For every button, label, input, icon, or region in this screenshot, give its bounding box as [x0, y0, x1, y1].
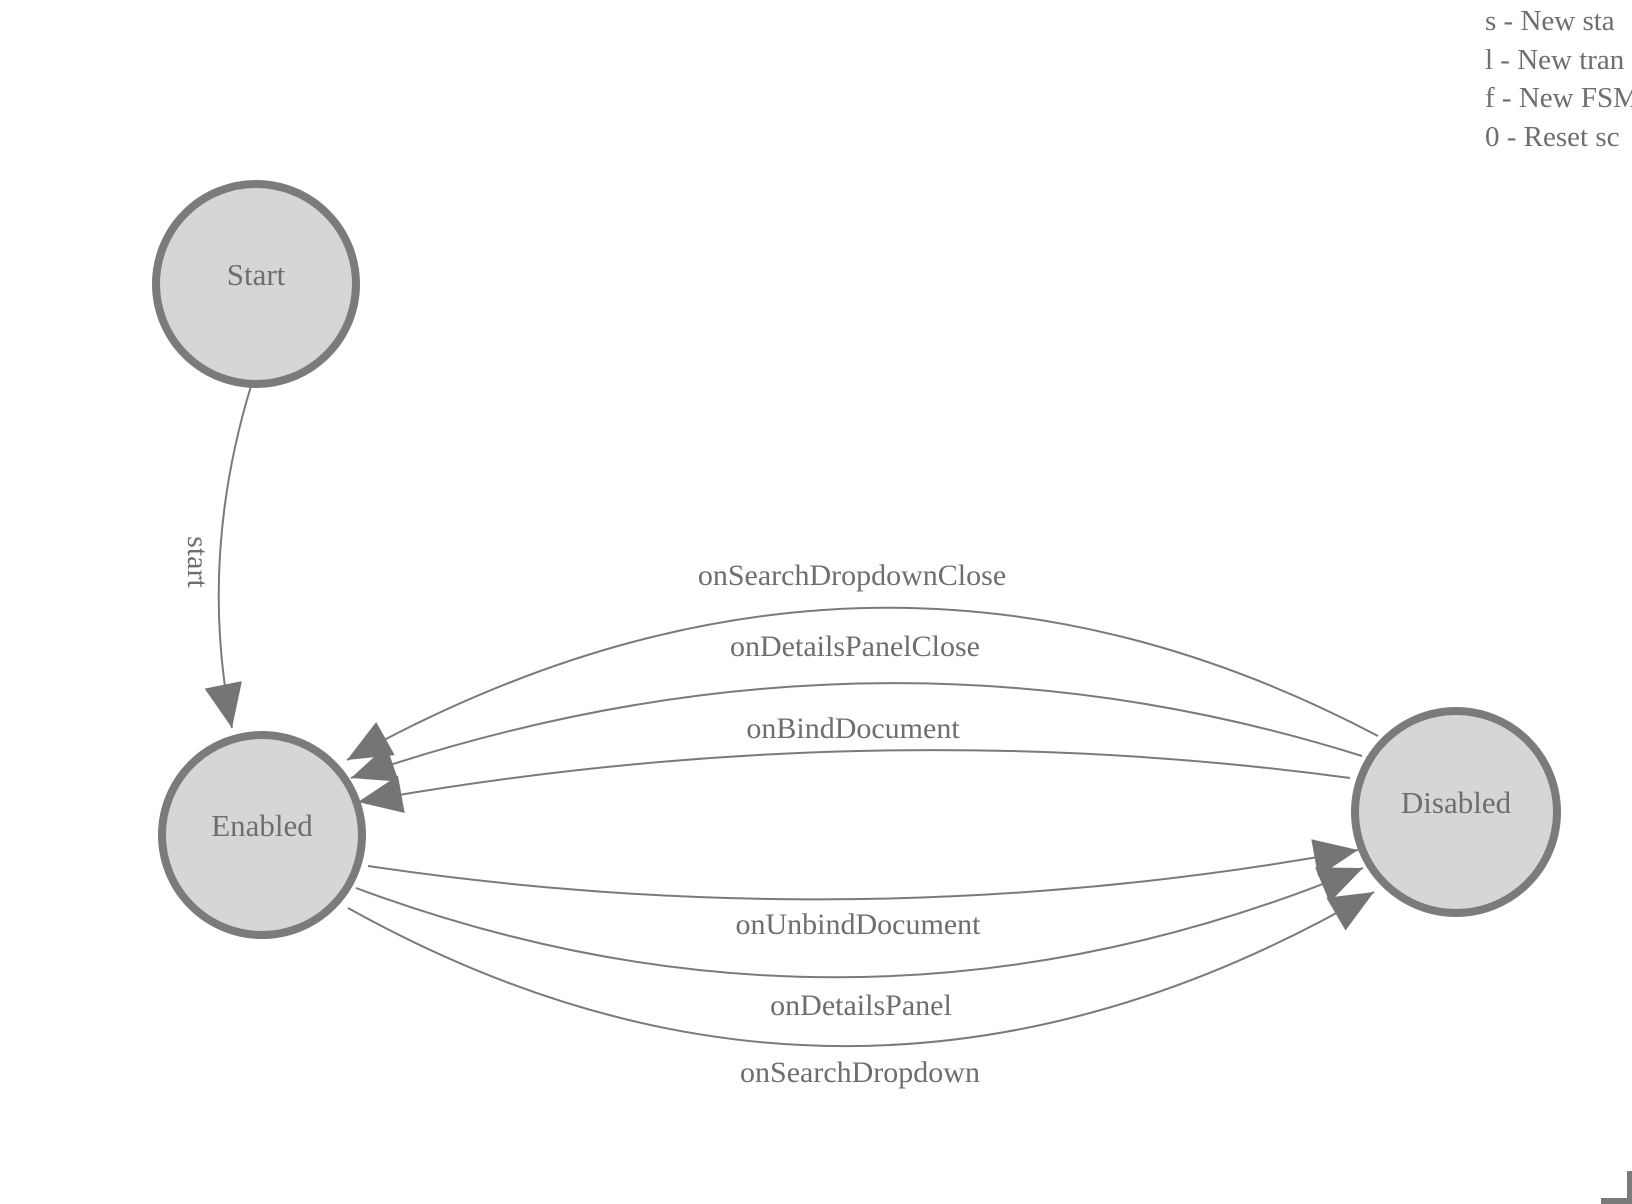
transition-label-onDetailsPanel[interactable]: onDetailsPanel [770, 989, 952, 1022]
shortcut-hint: s - New sta [1485, 5, 1615, 37]
state-node-disabled[interactable]: Disabled [1351, 707, 1561, 917]
transition-label-onDetailsPanelClose[interactable]: onDetailsPanelClose [730, 630, 980, 663]
state-label: Disabled [1400, 785, 1512, 820]
shortcut-hint: l - New tran [1485, 43, 1625, 76]
shortcut-hint: f - New FSM [1485, 82, 1632, 114]
shortcut-hint: 0 - Reset sc [1485, 120, 1620, 153]
state-node-start[interactable]: Start [152, 180, 360, 388]
transition-edge-start[interactable] [204, 385, 252, 729]
transition-edge-onSearchDropdown[interactable] [347, 891, 1375, 1047]
transition-label-onSearchDropdownClose[interactable]: onSearchDropdownClose [697, 559, 1007, 592]
shortcut-hints: s - New sta l - New tran f - New FSM 0 -… [1485, 2, 1632, 156]
transition-edge-onSearchDropdownClose[interactable] [346, 606, 1379, 761]
transition-label-onSearchDropdown[interactable]: onSearchDropdown [740, 1056, 980, 1089]
state-label: Start [226, 257, 286, 292]
transition-edge-onBindDocument[interactable] [357, 749, 1351, 813]
state-node-enabled[interactable]: Enabled [158, 731, 366, 939]
transition-label-onUnbindDocument[interactable]: onUnbindDocument [735, 908, 981, 941]
canvas-corner [1601, 1171, 1632, 1204]
transition-edge-onUnbindDocument[interactable] [367, 839, 1359, 901]
transition-label-start[interactable]: start [181, 536, 214, 588]
transition-edge-onDetailsPanel[interactable] [355, 867, 1364, 979]
transition-edge-onDetailsPanelClose[interactable] [350, 682, 1363, 782]
transition-label-onBindDocument[interactable]: onBindDocument [746, 712, 960, 745]
state-label: Enabled [211, 808, 313, 843]
